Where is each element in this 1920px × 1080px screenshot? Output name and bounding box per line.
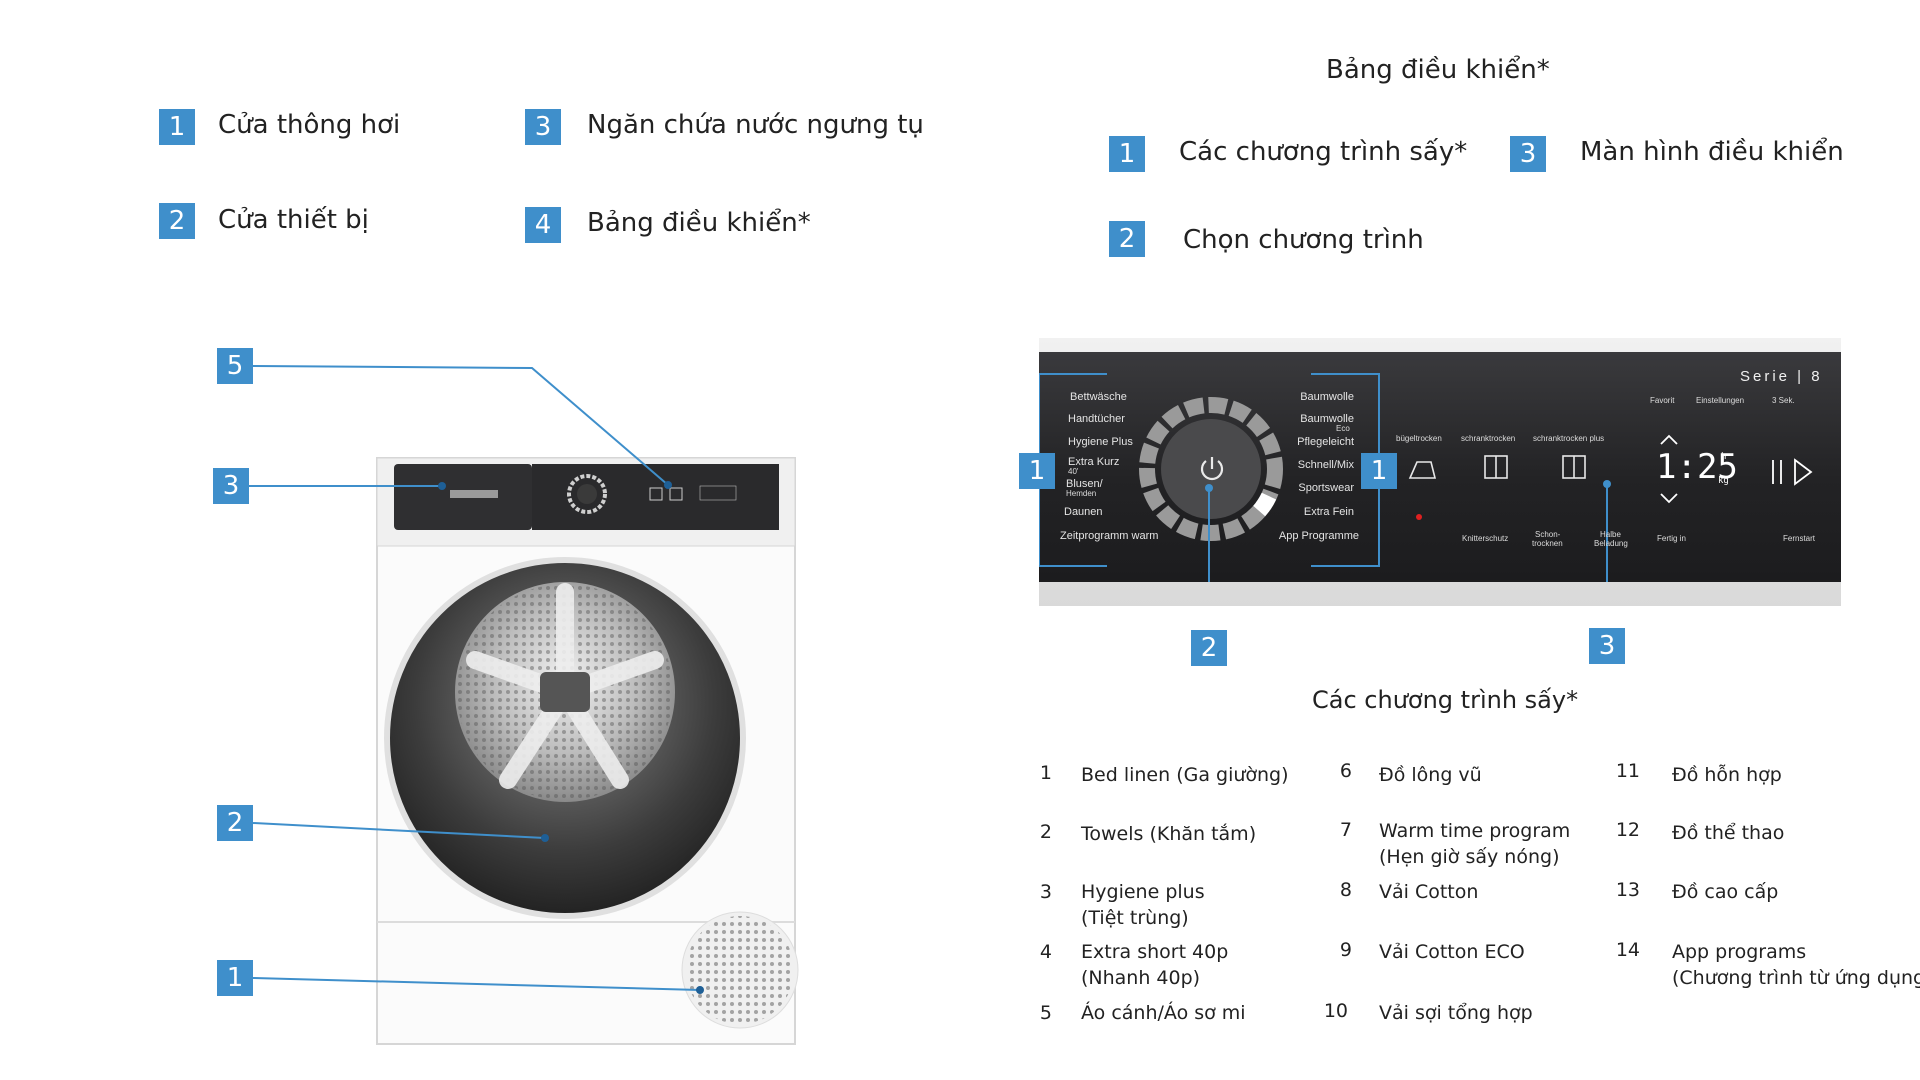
prog-zeitprogramm[interactable]: Zeitprogramm warm (1060, 530, 1159, 542)
dryer-illustration (213, 360, 799, 1045)
power-icon[interactable] (1197, 453, 1227, 483)
label-3sek: 3 Sek. (1772, 396, 1795, 405)
program-text: Đồ cao cấp (1672, 881, 1779, 903)
prog-handtucher[interactable]: Handtücher (1068, 413, 1125, 425)
program-text: Vải sợi tổng hợp (1379, 1002, 1533, 1024)
legend-badge-2: 2 (159, 203, 195, 239)
label-knitterschutz[interactable]: Knitterschutz (1462, 534, 1509, 543)
program-subtext: (Nhanh 40p) (1081, 967, 1201, 989)
legend-badge-3: 3 (525, 109, 561, 145)
label-beladung: Beladung (1594, 539, 1628, 548)
dryer-vent (686, 916, 794, 1024)
prog-extra-kurz-sub: 40' (1068, 467, 1079, 476)
program-text: Vải Cotton (1379, 881, 1479, 903)
panel-badge-3: 3 (1510, 136, 1546, 172)
program-num: 9 (1339, 939, 1352, 961)
program-text: Towels (Khăn tắm) (1081, 823, 1257, 845)
display-time: 1:25 (1656, 447, 1738, 487)
dryer-callout-5: 5 (217, 348, 253, 384)
prog-schnell-mix[interactable]: Schnell/Mix (1297, 459, 1354, 471)
label-favorit[interactable]: Favorit (1650, 396, 1675, 405)
prog-blusen[interactable]: Blusen/ (1066, 478, 1103, 490)
legend-label-3: Ngăn chứa nước ngưng tụ (587, 110, 924, 140)
dryer-callout-1: 1 (217, 960, 253, 996)
panel-callout-2: 2 (1191, 630, 1227, 666)
panel-callout-1-left: 1 (1019, 453, 1055, 489)
program-num: 7 (1339, 819, 1352, 841)
panel-label-3: Màn hình điều khiển (1580, 137, 1844, 167)
program-subtext: (Tiệt trùng) (1081, 907, 1189, 929)
panel-callout-1-right: 1 (1361, 453, 1397, 489)
label-einstellungen[interactable]: Einstellungen (1696, 396, 1745, 405)
programs-title: Các chương trình sấy* (1312, 686, 1579, 714)
prog-baumwolle[interactable]: Baumwolle (1300, 391, 1354, 403)
program-text: Đồ lông vũ (1379, 764, 1482, 786)
label-schon[interactable]: Schon- (1535, 530, 1561, 539)
prog-baumwolle-eco[interactable]: Baumwolle (1300, 413, 1354, 425)
prog-hygiene[interactable]: Hygiene Plus (1068, 436, 1133, 448)
program-num: 1 (1039, 762, 1052, 784)
label-schranktrocken-plus[interactable]: schranktrocken plus (1533, 434, 1605, 443)
label-schranktrocken[interactable]: schranktrocken (1461, 434, 1516, 443)
serie-8-logo: Serie | 8 (1740, 368, 1823, 385)
prog-daunen[interactable]: Daunen (1064, 506, 1103, 518)
prog-sportswear[interactable]: Sportswear (1298, 482, 1354, 494)
program-subtext: (Chương trình từ ứng dụng) (1672, 967, 1920, 989)
prog-extra-fein[interactable]: Extra Fein (1303, 506, 1354, 518)
label-fertig-in[interactable]: Fertig in (1657, 534, 1686, 543)
panel-label-2: Chọn chương trình (1183, 225, 1424, 255)
program-num: 3 (1039, 881, 1052, 903)
legend-label-2: Cửa thiết bị (218, 205, 369, 235)
program-num: 10 (1323, 1000, 1348, 1022)
program-num: 4 (1039, 941, 1052, 963)
panel-badge-2: 2 (1109, 221, 1145, 257)
display-h: h (1721, 452, 1727, 462)
display-kg: kg (1718, 476, 1729, 486)
panel-badge-1: 1 (1109, 136, 1145, 172)
program-text: Bed linen (Ga giường) (1081, 764, 1289, 786)
legend-label-1: Cửa thông hơi (218, 110, 401, 140)
program-text: Hygiene plus (1081, 881, 1205, 903)
panel-label-1: Các chương trình sấy* (1179, 137, 1468, 167)
program-num: 13 (1615, 879, 1640, 901)
program-num: 11 (1615, 760, 1640, 782)
program-subtext: (Hẹn giờ sấy nóng) (1379, 846, 1560, 868)
program-text: Warm time program (1379, 820, 1571, 842)
prog-eco-sub: Eco (1336, 424, 1350, 433)
program-text: App programs (1672, 941, 1807, 963)
label-trocknen: trocknen (1532, 539, 1563, 548)
prog-extra-kurz[interactable]: Extra Kurz (1068, 456, 1120, 468)
prog-bettwasche[interactable]: Bettwäsche (1070, 391, 1127, 403)
program-text: Vải Cotton ECO (1379, 941, 1525, 963)
program-num: 8 (1339, 879, 1352, 901)
panel-callout-3: 3 (1589, 628, 1625, 664)
dryer-callout-3: 3 (213, 468, 249, 504)
program-text: Áo cánh/Áo sơ mi (1081, 1002, 1246, 1024)
label-bugeltrocken[interactable]: bügeltrocken (1396, 434, 1442, 443)
prog-pflegeleicht[interactable]: Pflegeleicht (1297, 436, 1354, 448)
legend-badge-4: 4 (525, 207, 561, 243)
label-fernstart[interactable]: Fernstart (1783, 534, 1816, 543)
control-panel-title: Bảng điều khiển* (1326, 55, 1550, 85)
program-text: Extra short 40p (1081, 941, 1229, 963)
program-text: Đồ thể thao (1672, 822, 1785, 844)
prog-app-programme[interactable]: App Programme (1278, 530, 1359, 542)
legend-badge-1: 1 (159, 109, 195, 145)
label-halbe[interactable]: Halbe (1600, 530, 1621, 539)
program-text: Đồ hỗn hợp (1672, 764, 1782, 786)
program-num: 14 (1615, 939, 1640, 961)
dryer-callout-2: 2 (217, 805, 253, 841)
program-num: 6 (1339, 760, 1352, 782)
program-num: 5 (1039, 1002, 1052, 1024)
legend-label-4: Bảng điều khiển* (587, 208, 811, 238)
iron-icon (1408, 461, 1437, 479)
program-num: 2 (1039, 821, 1052, 843)
program-num: 12 (1615, 819, 1640, 841)
prog-blusen-sub: Hemden (1066, 489, 1097, 498)
